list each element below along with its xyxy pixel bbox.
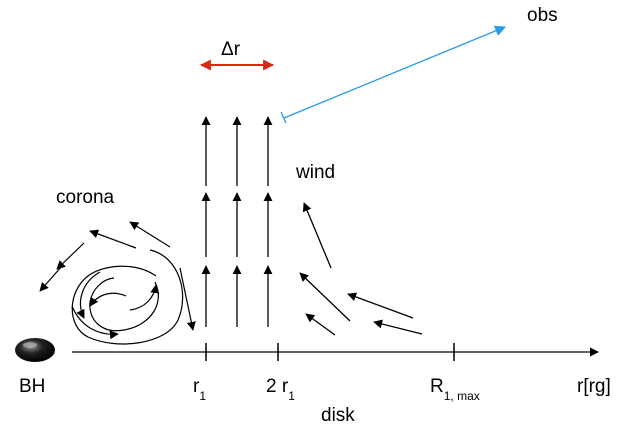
corona-loop-inner [89,277,159,332]
corona-arc-mid [89,292,127,307]
corona-arrow [39,265,63,292]
corona-label: corona [56,187,115,208]
r1-label-sub: 1 [199,389,206,403]
bh-label: BH [19,376,45,397]
corona-arrow [179,267,196,331]
disk-label: disk [321,405,355,426]
delta-r-label: Δr [221,39,241,60]
corona-flow [39,221,196,345]
r1-label: r1 [193,376,206,403]
r1max-label-sub: 1, max [444,389,480,403]
corona-arrow [129,221,171,248]
corona-arc-bottom [71,305,119,340]
corona-arrow [56,242,85,270]
wind-arrow [299,272,351,322]
corona-arc-right [129,284,160,311]
two-r1-label: 2 r1 [266,376,295,403]
corona-arrow [89,229,137,249]
outer-wind-arrows [299,202,423,336]
two-r1-label-sub: 1 [288,389,295,403]
corona-loop-outer [71,249,184,345]
observer-line-end-cap [280,111,287,124]
observer-line [283,25,507,119]
black-hole-highlight [23,342,37,348]
vertical-wind-arrows [201,116,273,327]
obs-label: obs [527,5,558,26]
r1max-label: R1, max [430,376,480,403]
r1max-label-main: R [430,376,444,397]
two-r1-label-main: 2 r [266,376,289,397]
r1-label-main: r [193,376,200,397]
axis-label: r[rg] [577,376,611,397]
wind-arrow [373,319,423,335]
wind-arrow [305,313,336,336]
corona-arc-left [76,271,101,319]
wind-label: wind [295,162,335,183]
black-hole-icon [15,338,55,362]
wind-arrow [347,292,414,319]
wind-arrow [302,202,332,269]
